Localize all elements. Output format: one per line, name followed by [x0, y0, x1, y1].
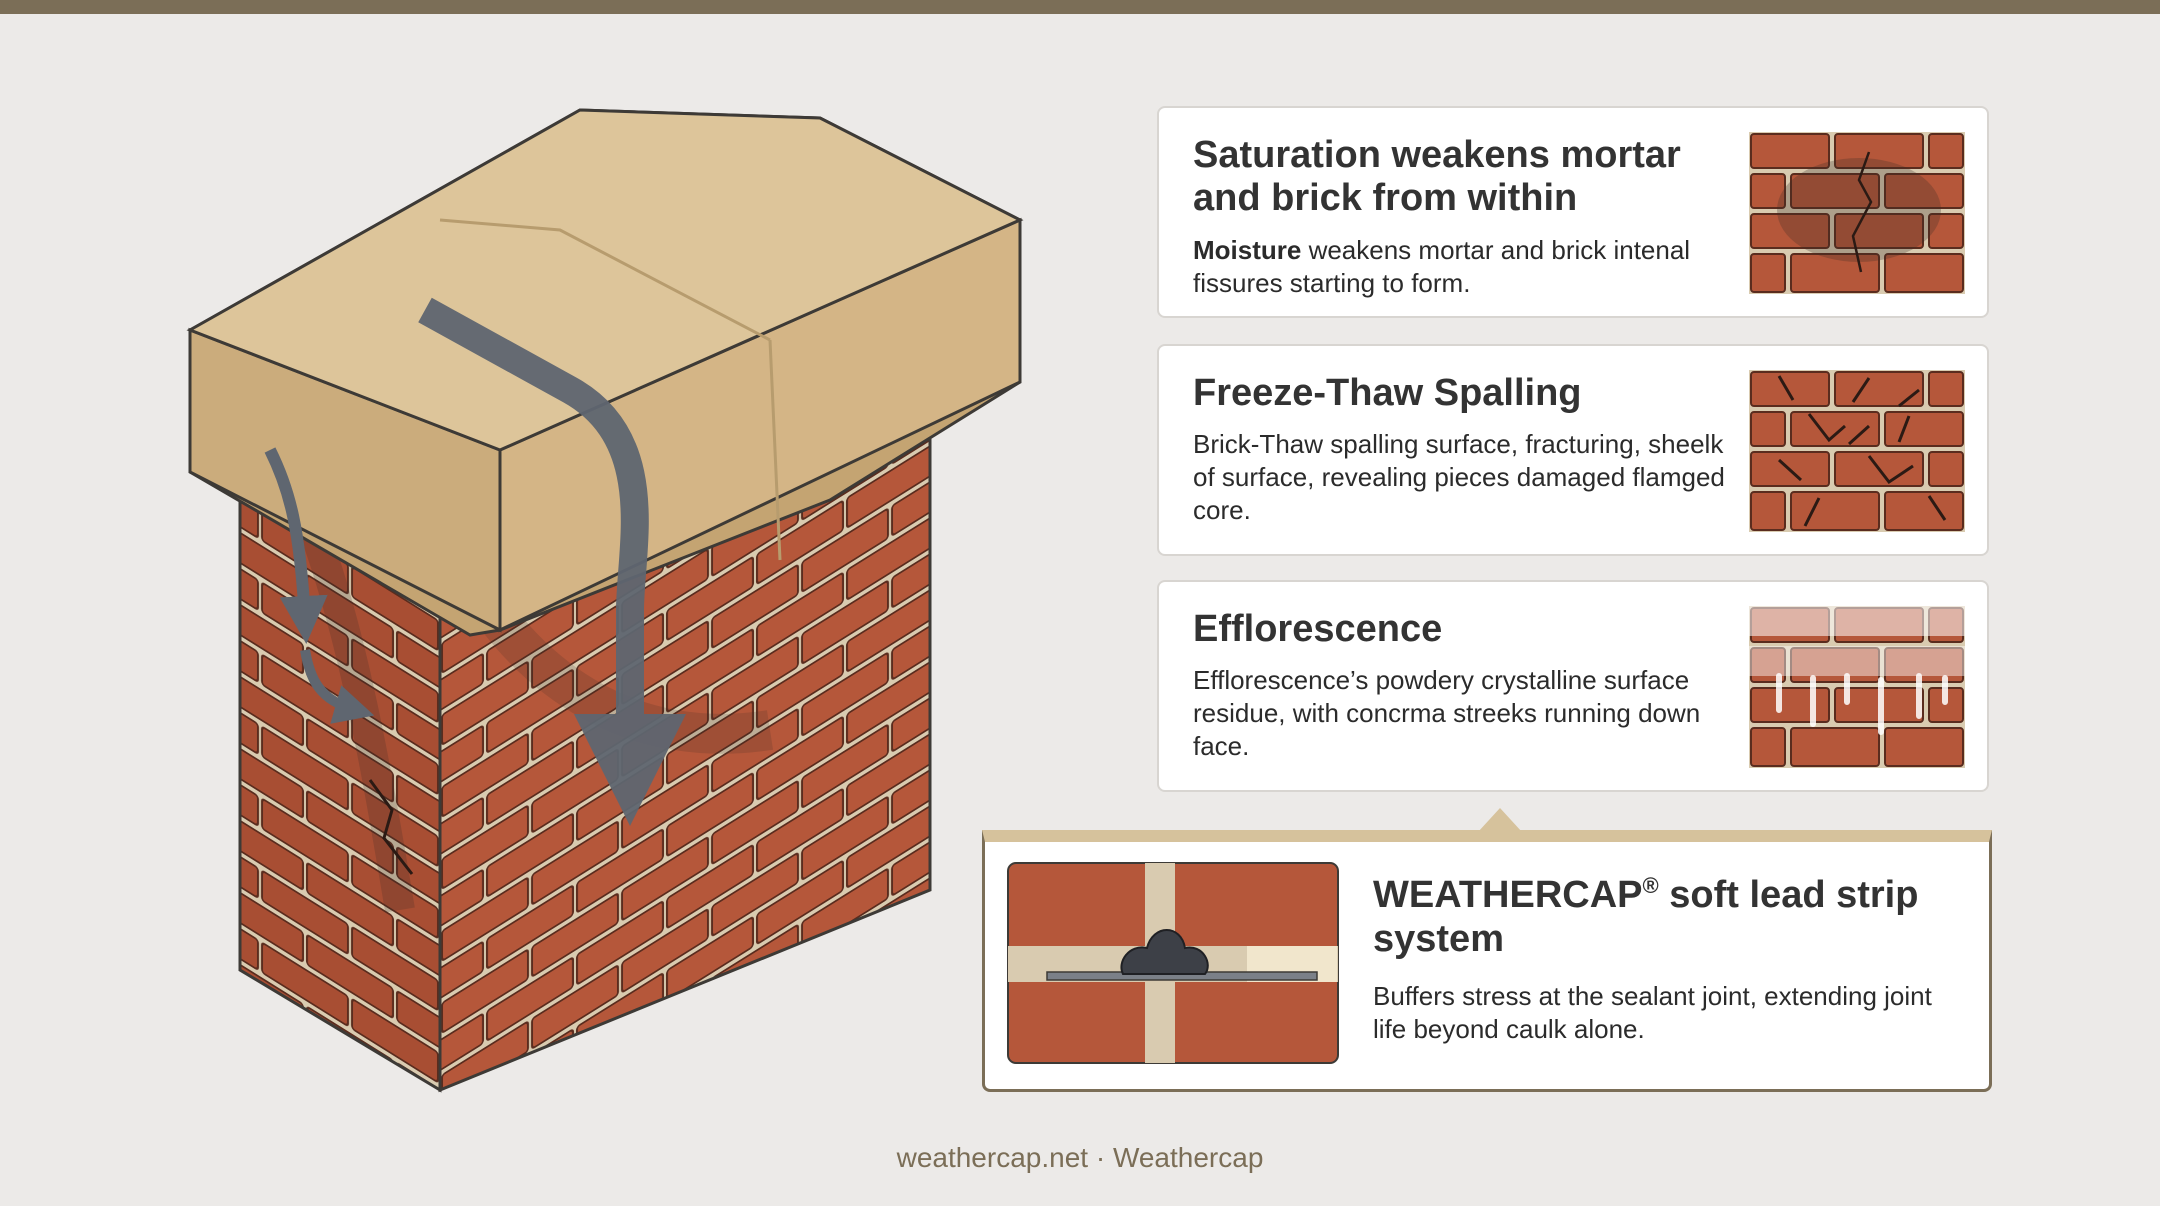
card-text-emphasis: Moisture — [1193, 235, 1302, 265]
pier-illustration — [186, 108, 1024, 1093]
card-text: Moisture weakens mortar and brick intena… — [1193, 234, 1733, 300]
featured-text: Buffers stress at the sealant joint, ext… — [1373, 981, 1932, 1044]
card-title: Efflorescence — [1193, 608, 1443, 650]
featured-weathercap: WEATHERCAP® soft lead strip system Buffe… — [982, 830, 1992, 1092]
card-title: Freeze-Thaw Spalling — [1193, 372, 1582, 414]
featured-title-rest: soft lead strip system — [1373, 874, 1919, 960]
registered-mark: ® — [1642, 873, 1659, 898]
saturated-brick-icon — [1749, 132, 1965, 294]
card-text-body: weakens mortar and brick intenal fissure… — [1193, 235, 1691, 298]
efflorescence-brick-icon — [1749, 606, 1965, 768]
card-text: Efflorescence’s powdery crystalline surf… — [1193, 665, 1701, 761]
footer-credit: weathercap.net · Weathercap — [896, 1142, 1264, 1173]
header-bar — [0, 0, 2160, 14]
featured-title-brand: WEATHERCAP — [1373, 874, 1643, 916]
spalled-brick-icon — [1749, 370, 1965, 532]
card-efflorescence: Efflorescence Efflorescence’s powdery cr… — [1157, 580, 1989, 792]
featured-pointer — [1478, 808, 1522, 832]
card-text: Brick-Thaw spalling surface, fracturing,… — [1193, 429, 1725, 525]
lead-strip-joint-icon — [1007, 862, 1339, 1064]
card-freeze-thaw: Freeze-Thaw Spalling Brick-Thaw spalling… — [1157, 344, 1989, 556]
featured-title: WEATHERCAP® soft lead strip system — [1373, 864, 1963, 961]
card-title: Saturation weakens mortar and brick from… — [1193, 134, 1681, 219]
card-saturation: Saturation weakens mortar and brick from… — [1157, 106, 1989, 318]
